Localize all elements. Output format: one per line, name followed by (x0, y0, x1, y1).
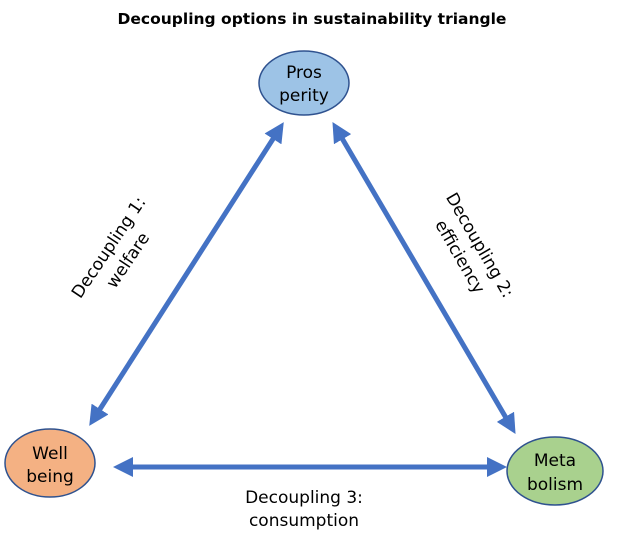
node-prosperity-ellipse (258, 50, 350, 116)
edge-label-welfare: Decoupling 1: welfare (68, 193, 154, 302)
node-metabolism: Meta bolism (506, 436, 604, 506)
node-metabolism-label-line1: Meta (534, 451, 576, 471)
node-wellbeing-ellipse (4, 428, 96, 498)
node-metabolism-label-line2: bolism (527, 475, 583, 495)
node-prosperity: Pros perity (258, 50, 350, 116)
node-wellbeing-label-line1: Well (32, 444, 68, 464)
arrow-efficiency (332, 121, 516, 435)
node-wellbeing-label-line2: being (26, 467, 74, 487)
edge-label-consumption-line1: Decoupling 3: (245, 488, 363, 508)
node-prosperity-label-line1: Pros (286, 63, 322, 83)
diagram-title: Decoupling options in sustainability tri… (118, 10, 507, 28)
edge-label-consumption: Decoupling 3: consumption (245, 488, 363, 531)
node-wellbeing: Well being (4, 428, 96, 498)
arrow-welfare (89, 122, 284, 426)
edge-label-consumption-line2: consumption (249, 511, 359, 531)
node-prosperity-label-line2: perity (279, 86, 329, 106)
node-metabolism-ellipse (506, 436, 604, 506)
